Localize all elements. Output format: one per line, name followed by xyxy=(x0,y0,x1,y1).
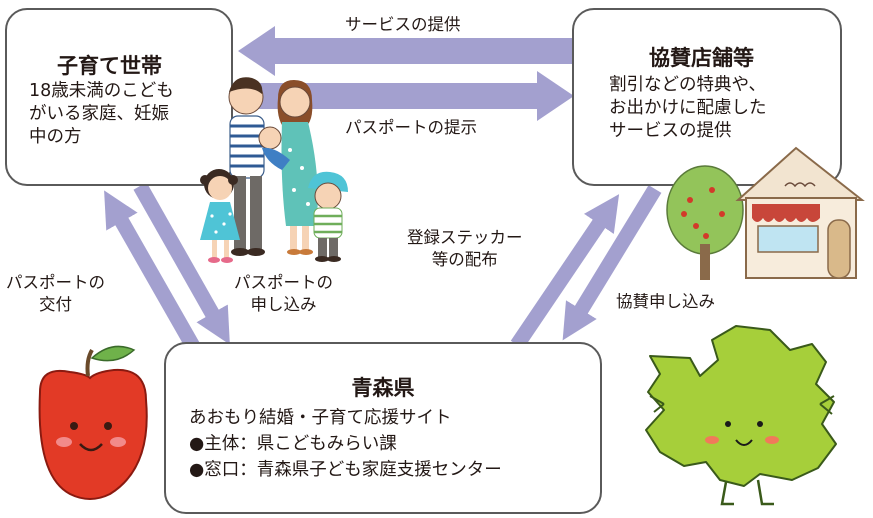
partner-description: 割引などの特典や、 お出かけに配慮した サービスの提供 xyxy=(609,74,767,143)
passport-issue-label: パスポートの 交付 xyxy=(6,272,105,316)
prefecture-description: あおもり結婚・子育て応援サイト ●主体：県こどもみらい課 ●窓口：青森県子ども家… xyxy=(189,405,502,483)
passport-application-line: 申し込み xyxy=(250,295,317,314)
partner-line: サービスの提供 xyxy=(609,121,732,141)
household-box: 子育て世帯 18歳未満のこども がいる家庭、妊娠 中の方 xyxy=(5,8,233,186)
passport-application-label: パスポートの 申し込み xyxy=(234,272,333,316)
prefecture-box: 青森県 あおもり結婚・子育て応援サイト ●主体：県こどもみらい課 ●窓口：青森県… xyxy=(164,342,602,514)
passport-application-line: パスポートの xyxy=(234,273,333,292)
sponsor-application-label: 協賛申し込み xyxy=(616,292,715,311)
sticker-distribution-arrow xyxy=(510,194,620,350)
household-line: 中の方 xyxy=(29,127,82,147)
prefecture-line: あおもり結婚・子育て応援サイト xyxy=(189,408,452,428)
passport-application-arrow xyxy=(133,182,230,345)
prefecture-line: ●主体：県こどもみらい課 xyxy=(189,434,397,454)
service-provision-arrow xyxy=(238,26,575,76)
sticker-distribution-label: 登録ステッカー 等の配布 xyxy=(407,227,523,271)
prefecture-title: 青森県 xyxy=(351,376,415,400)
apple-icon xyxy=(38,345,148,500)
aomori-map-icon xyxy=(645,325,837,506)
household-line: がいる家庭、妊娠 xyxy=(29,104,169,124)
partner-title: 協賛店舗等 xyxy=(649,46,754,70)
passport-presentation-arrow xyxy=(238,71,574,121)
prefecture-line: ●窓口：青森県子ども家庭支援センター xyxy=(189,460,502,480)
passport-presentation-label: パスポートの提示 xyxy=(345,118,477,137)
passport-issue-line: パスポートの xyxy=(6,273,105,292)
household-title: 子育て世帯 xyxy=(57,54,162,78)
sticker-distribution-line: 登録ステッカー xyxy=(407,228,523,247)
service-provision-label: サービスの提供 xyxy=(345,15,461,34)
partner-line: 割引などの特典や、 xyxy=(609,75,766,95)
boy-figure xyxy=(308,171,348,262)
passport-issue-arrow xyxy=(104,190,201,352)
mother-figure xyxy=(277,80,318,255)
baby-figure xyxy=(258,126,290,170)
partner-line: お出かけに配慮した xyxy=(609,98,767,118)
household-description: 18歳未満のこども がいる家庭、妊娠 中の方 xyxy=(29,80,174,149)
sticker-distribution-line: 等の配布 xyxy=(431,250,498,269)
household-line: 18歳未満のこども xyxy=(29,81,174,101)
sponsor-application-arrow xyxy=(562,185,662,341)
shop-building-icon xyxy=(735,146,865,279)
girl-figure xyxy=(200,169,240,263)
partner-box: 協賛店舗等 割引などの特典や、 お出かけに配慮した サービスの提供 xyxy=(572,8,842,186)
passport-issue-line: 交付 xyxy=(39,295,72,314)
tree-icon xyxy=(666,165,744,280)
